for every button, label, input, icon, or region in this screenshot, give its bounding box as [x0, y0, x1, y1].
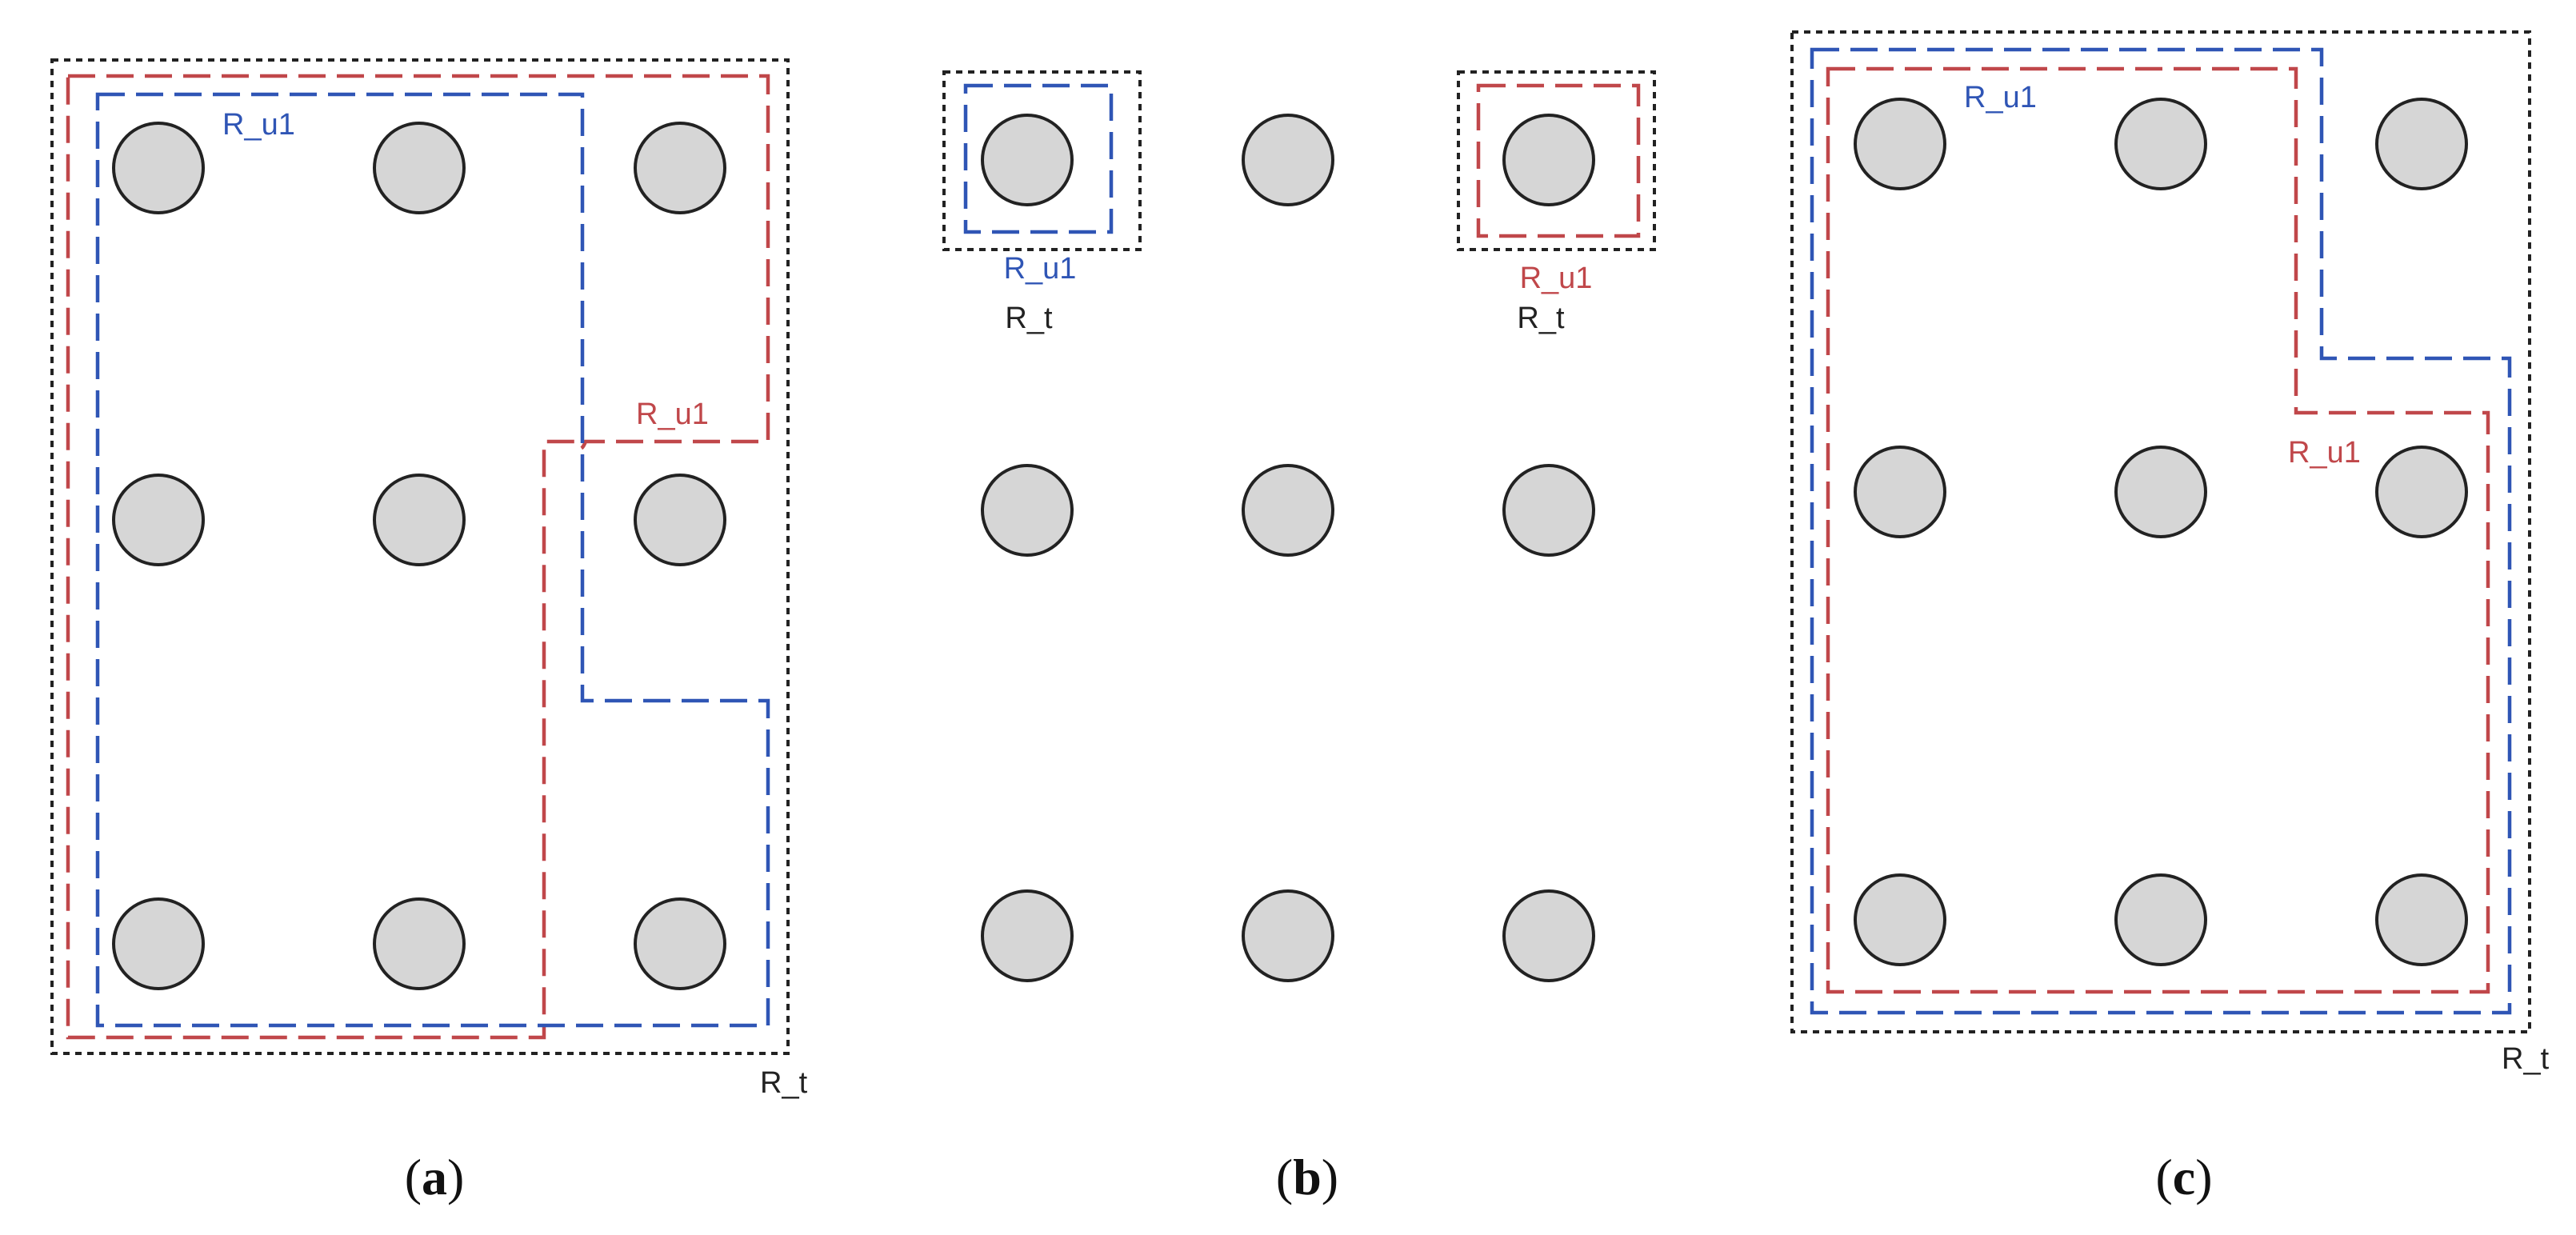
node: [112, 122, 205, 214]
panel-b-right-total-region: [1457, 70, 1656, 251]
panel-b-left-total-label: R_t: [1005, 302, 1053, 335]
node: [1854, 446, 1946, 538]
panel-a-red-region: [66, 74, 770, 1040]
node: [1242, 464, 1334, 557]
panel-b-right-red-region: [1476, 83, 1641, 238]
node: [1854, 873, 1946, 966]
node: [2375, 873, 2468, 966]
node: [1242, 889, 1334, 982]
node: [981, 464, 1074, 557]
node: [373, 897, 466, 990]
panel-b-right-total-label: R_t: [1517, 302, 1565, 335]
panel-a-caption: (a): [405, 1149, 465, 1205]
panel-a-blue-label: R_u1: [222, 108, 295, 142]
panel-b-caption: (b): [1276, 1149, 1338, 1205]
panel-c-blue-label: R_u1: [1964, 81, 2037, 114]
panel-b-left-blue-region: [963, 83, 1114, 234]
node: [981, 889, 1074, 982]
panel-b: R_u1 R_t R_u1 R_t (b): [942, 70, 1656, 1205]
node: [373, 122, 466, 214]
panel-c-caption: (c): [2155, 1149, 2212, 1205]
panel-a: R_u1 R_u1 R_t (a): [50, 58, 808, 1205]
node: [2114, 98, 2207, 190]
panel-b-left-region-label: R_u1: [1004, 252, 1077, 286]
node: [634, 122, 726, 214]
node: [112, 474, 205, 566]
node: [2375, 98, 2468, 190]
node: [1854, 98, 1946, 190]
node: [1502, 464, 1595, 557]
panel-c-total-region: [1790, 30, 2531, 1033]
panel-b-left-total-region: [942, 70, 1142, 251]
node: [2114, 446, 2207, 538]
panel-c-total-label: R_t: [2502, 1042, 2550, 1076]
panel-a-total-label: R_t: [760, 1066, 808, 1100]
panel-c: R_u1 R_u1 R_t (c): [1790, 30, 2550, 1205]
node: [2114, 873, 2207, 966]
panel-a-red-label: R_u1: [636, 398, 709, 431]
panel-c-red-label: R_u1: [2288, 436, 2361, 470]
node: [1502, 114, 1595, 206]
panel-c-red-region: [1826, 66, 2490, 994]
node: [634, 897, 726, 990]
node: [112, 897, 205, 990]
panel-a-blue-region: [95, 92, 770, 1028]
node: [634, 474, 726, 566]
node: [1502, 889, 1595, 982]
node: [1242, 114, 1334, 206]
panel-c-blue-region: [1810, 47, 2512, 1015]
panel-b-right-region-label: R_u1: [1520, 262, 1593, 295]
node: [981, 114, 1074, 206]
node: [2375, 446, 2468, 538]
node: [373, 474, 466, 566]
